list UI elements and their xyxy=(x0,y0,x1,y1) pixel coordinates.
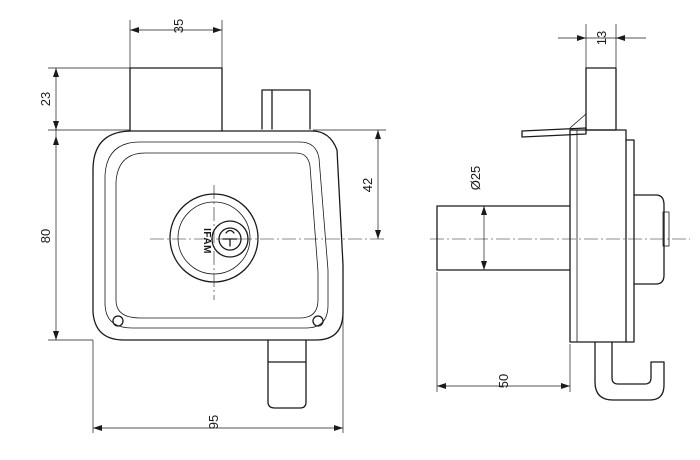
dim-body-height: 80 xyxy=(38,229,53,243)
bottom-hook xyxy=(267,339,307,409)
top-bolt xyxy=(129,67,223,132)
brand-label: IFAM xyxy=(201,228,212,254)
dim-key-offset: 42 xyxy=(360,178,375,192)
side-dimensions: 13 Ø25 50 xyxy=(436,24,646,392)
side-body xyxy=(569,129,627,343)
lock-body-inner xyxy=(104,141,329,329)
keyhole-icon xyxy=(222,229,238,247)
screw-hole-left xyxy=(112,315,124,327)
dim-body-width: 95 xyxy=(206,415,221,429)
strike-bracket xyxy=(569,113,587,129)
side-view xyxy=(430,67,690,401)
screw-hole-right xyxy=(312,315,324,327)
side-hook xyxy=(594,341,665,401)
side-cylinder xyxy=(436,205,571,271)
dim-cylinder-length: 50 xyxy=(496,374,511,388)
front-view: IFAM xyxy=(92,67,385,409)
dim-side-bolt-width: 13 xyxy=(594,31,609,45)
lock-body-outer xyxy=(92,130,344,341)
dim-top-bolt-width: 35 xyxy=(171,19,186,33)
lock-face-panel xyxy=(115,152,319,319)
front-dimensions: 35 23 80 42 95 xyxy=(38,19,386,433)
dim-cylinder-diameter: Ø25 xyxy=(468,166,483,191)
side-back-step xyxy=(625,139,635,343)
small-bolt xyxy=(261,89,311,130)
strike-plate xyxy=(521,127,587,138)
side-bolt xyxy=(585,67,617,131)
side-back-cap xyxy=(633,194,665,285)
side-back-slot xyxy=(662,211,670,247)
dim-top-bolt-height: 23 xyxy=(38,92,53,106)
